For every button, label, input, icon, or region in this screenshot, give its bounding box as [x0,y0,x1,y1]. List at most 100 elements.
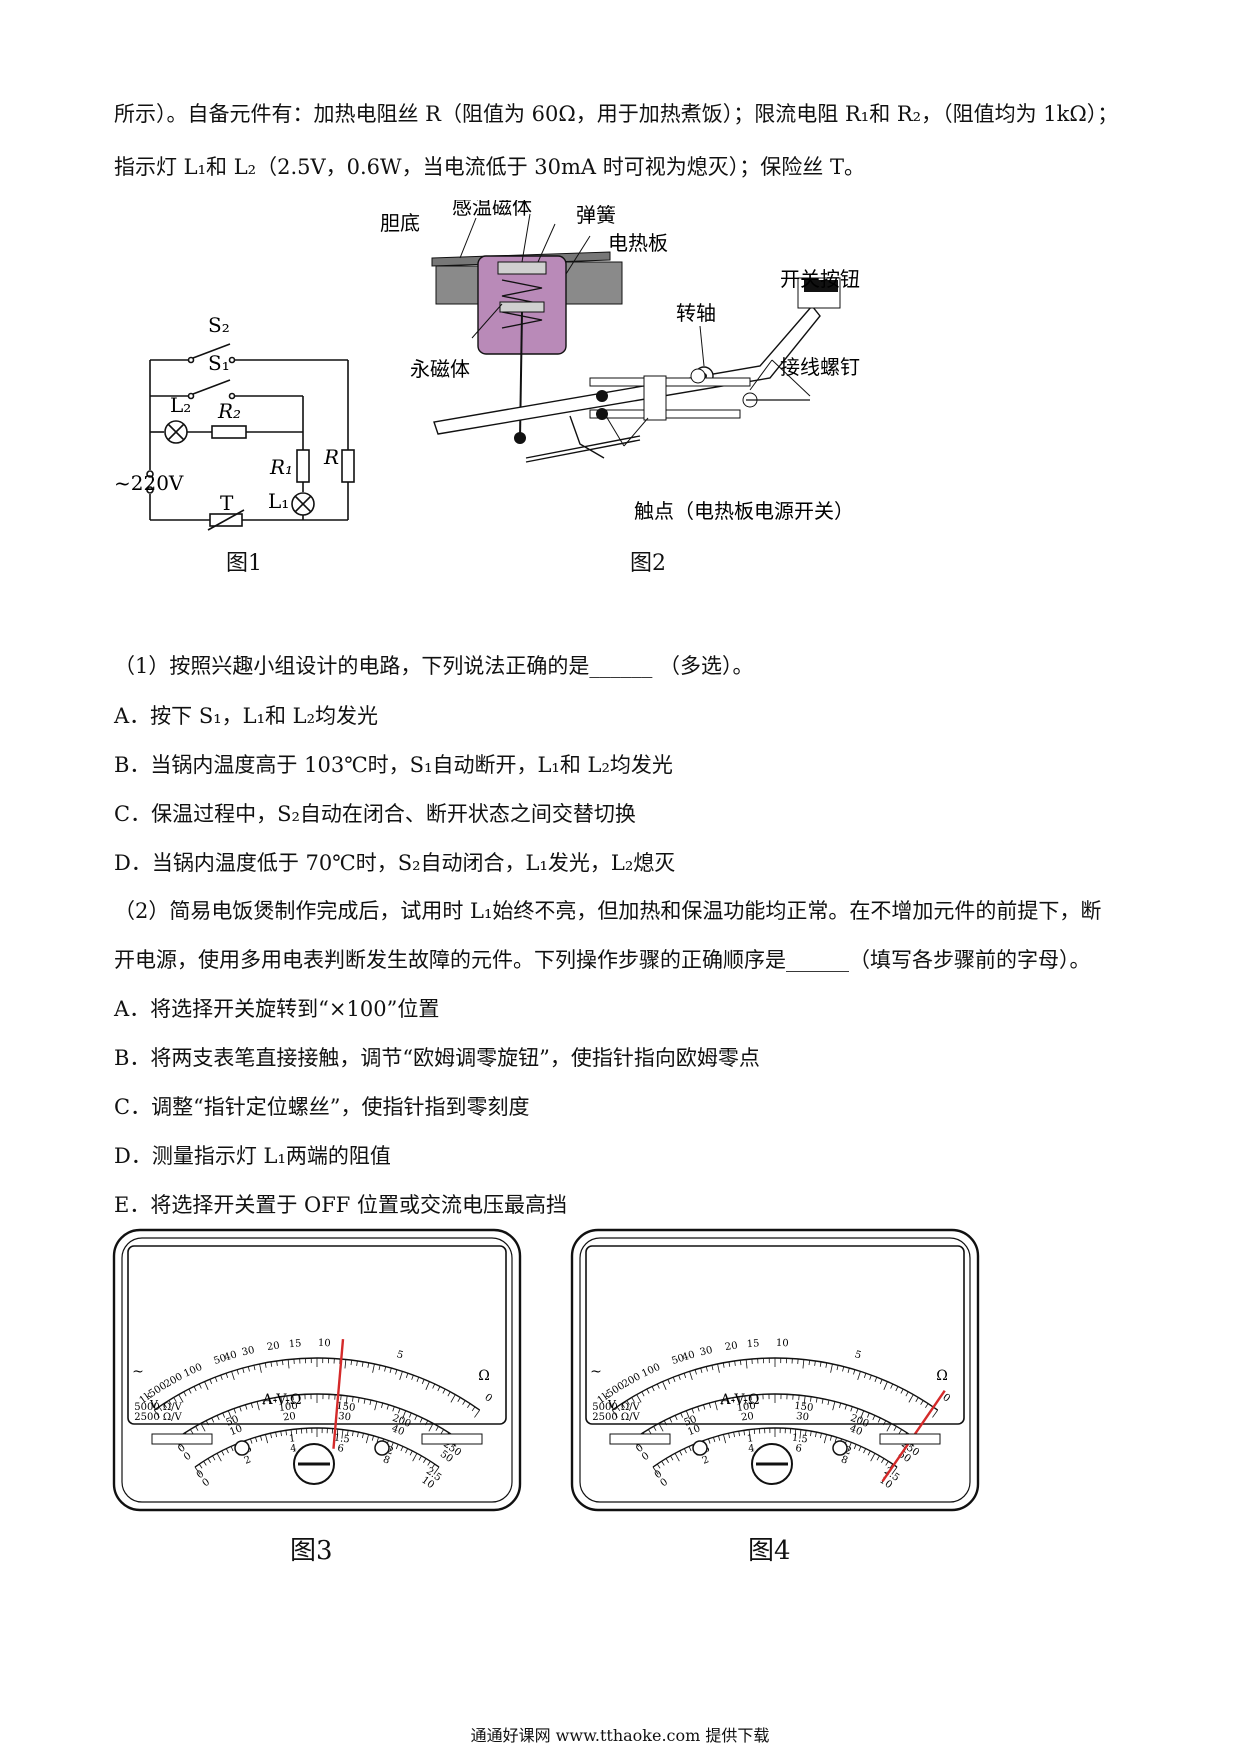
mid-scale-tick [703,1404,706,1410]
ohm-scale-tick [442,1388,446,1394]
label-sensor-magnet: 感温磁体 [452,200,532,219]
mid-scale-tick [428,1423,434,1432]
ohm-scale-tick [209,1379,213,1385]
mid-tick-label-2: 40 [848,1423,864,1438]
ohm-scale-tick [920,1400,924,1405]
mid-scale-tick [345,1395,348,1405]
ohm-scale-tick [830,1363,833,1373]
mid-scale-tick [435,1426,439,1431]
low-scale-tick [858,1446,862,1452]
figure-3-caption: 图3 [290,1536,333,1566]
mid-scale-tick [414,1415,418,1421]
ohm-scale-tick [908,1394,914,1403]
mid-scale-tick [860,1410,865,1420]
ohm-scale-tick [236,1369,239,1375]
low-scale-tick [389,1442,394,1451]
label-s1: S₁ [208,351,230,375]
ohm-scale-tick [188,1388,192,1394]
label-permanent-magnet: 永磁体 [410,357,470,381]
ohm-scale-tick [399,1371,403,1381]
label-source: ~220V [114,471,184,495]
low-scale-tick [427,1461,431,1466]
mid-tick-label: 50 [683,1414,699,1429]
mid-scale-tick [262,1399,265,1406]
ohm-scale-tick [853,1369,856,1375]
low-scale-tick [376,1437,379,1443]
ohm-scale-tick [728,1361,731,1367]
mid-tick-label-2: 20 [740,1411,754,1423]
mid-scale-tick [402,1410,407,1420]
label-pivot: 转轴 [676,301,716,325]
meter-hole-right [832,1440,848,1456]
low-scale-tick [688,1446,692,1452]
low-scale-tick [728,1433,731,1439]
ohm-tick-label: 50 [670,1353,686,1368]
low-scale-tick [270,1433,273,1439]
ohm-scale-tick [717,1363,720,1373]
mid-tick-label-2: 0 [182,1451,194,1464]
mid-scale-tick [256,1401,260,1411]
low-tick-label-2: 2 [243,1454,253,1467]
mid-tick-label-2: 30 [338,1411,352,1423]
ohm-scale-tick [739,1360,742,1366]
ohm-scale-tick [467,1403,471,1408]
ohm-scale-tick [462,1400,466,1405]
meter-spec-2: 2500 Ω/V [592,1412,640,1423]
low-scale-tick [889,1463,894,1469]
mid-scale-tick [205,1420,209,1426]
low-scale-tick [371,1435,374,1441]
low-tick-label-2: 0 [201,1477,213,1490]
meter-slot-right [421,1433,483,1445]
mid-scale-tick [392,1406,395,1412]
mid-scale-tick [200,1423,206,1432]
mid-scale-tick [658,1423,664,1432]
ohm-scale-tick [678,1374,681,1380]
low-scale-tick [881,1458,885,1463]
ohm-scale-tick [432,1383,436,1389]
low-scale-tick [823,1434,827,1444]
label-r2: R₂ [217,399,241,423]
label-switch-button: 开关按钮 [780,267,860,291]
low-scale-tick [280,1431,282,1437]
mid-scale-tick [738,1396,740,1402]
ohm-scale-tick [883,1381,888,1390]
mid-scale-tick [357,1397,360,1403]
mid-scale-tick [827,1399,830,1406]
ohm-scale-tick [361,1361,364,1367]
mid-scale-tick [369,1399,372,1406]
low-tick-label-2: 8 [381,1454,391,1467]
ohm-scale-tick [814,1360,816,1366]
mid-scale-tick [726,1398,729,1404]
mid-scale-tick [669,1417,673,1423]
mid-scale-tick [839,1402,842,1408]
low-scale-tick [799,1429,802,1439]
mid-scale-tick [850,1406,853,1412]
mid-scale-tick [425,1420,429,1426]
mid-scale-tick [352,1396,354,1402]
ohm-scale-tick [932,1409,939,1418]
intro-line-1: 所示）。自备元件有：加热电阻丝 R（阻值为 60Ω，用于加热煮饭）；限流电阻 R… [114,102,1119,126]
mid-scale-tick [855,1408,859,1414]
mid-scale-tick [877,1417,881,1423]
low-tick-label: 0 [653,1468,665,1481]
ohm-tick-label: 0 [482,1392,494,1405]
ohm-scale-tick [825,1362,828,1368]
ohm-scale-tick [153,1409,160,1418]
ohm-scale-tick [270,1361,273,1367]
low-tick-label-2: 4 [748,1443,756,1455]
ohm-scale-tick [163,1403,167,1408]
low-scale-tick [285,1430,288,1436]
q2-option-c: C．调整“指针定位螺丝”，使指针指到零刻度 [114,1095,530,1119]
mid-scale-tick [872,1415,876,1421]
mid-scale-tick [250,1402,253,1408]
mid-scale-tick [883,1420,887,1426]
ohm-scale-tick [421,1379,425,1385]
mid-tick-label: 100 [736,1401,756,1414]
mid-scale-tick [663,1420,667,1426]
low-scale-tick [412,1453,418,1462]
low-scale-tick [212,1455,216,1461]
q2-stem-1: （2）简易电饭煲制作完成后，试用时 L₁始终不亮，但加热和保温功能均正常。在不增… [114,899,1102,923]
low-scale-tick [819,1433,822,1439]
